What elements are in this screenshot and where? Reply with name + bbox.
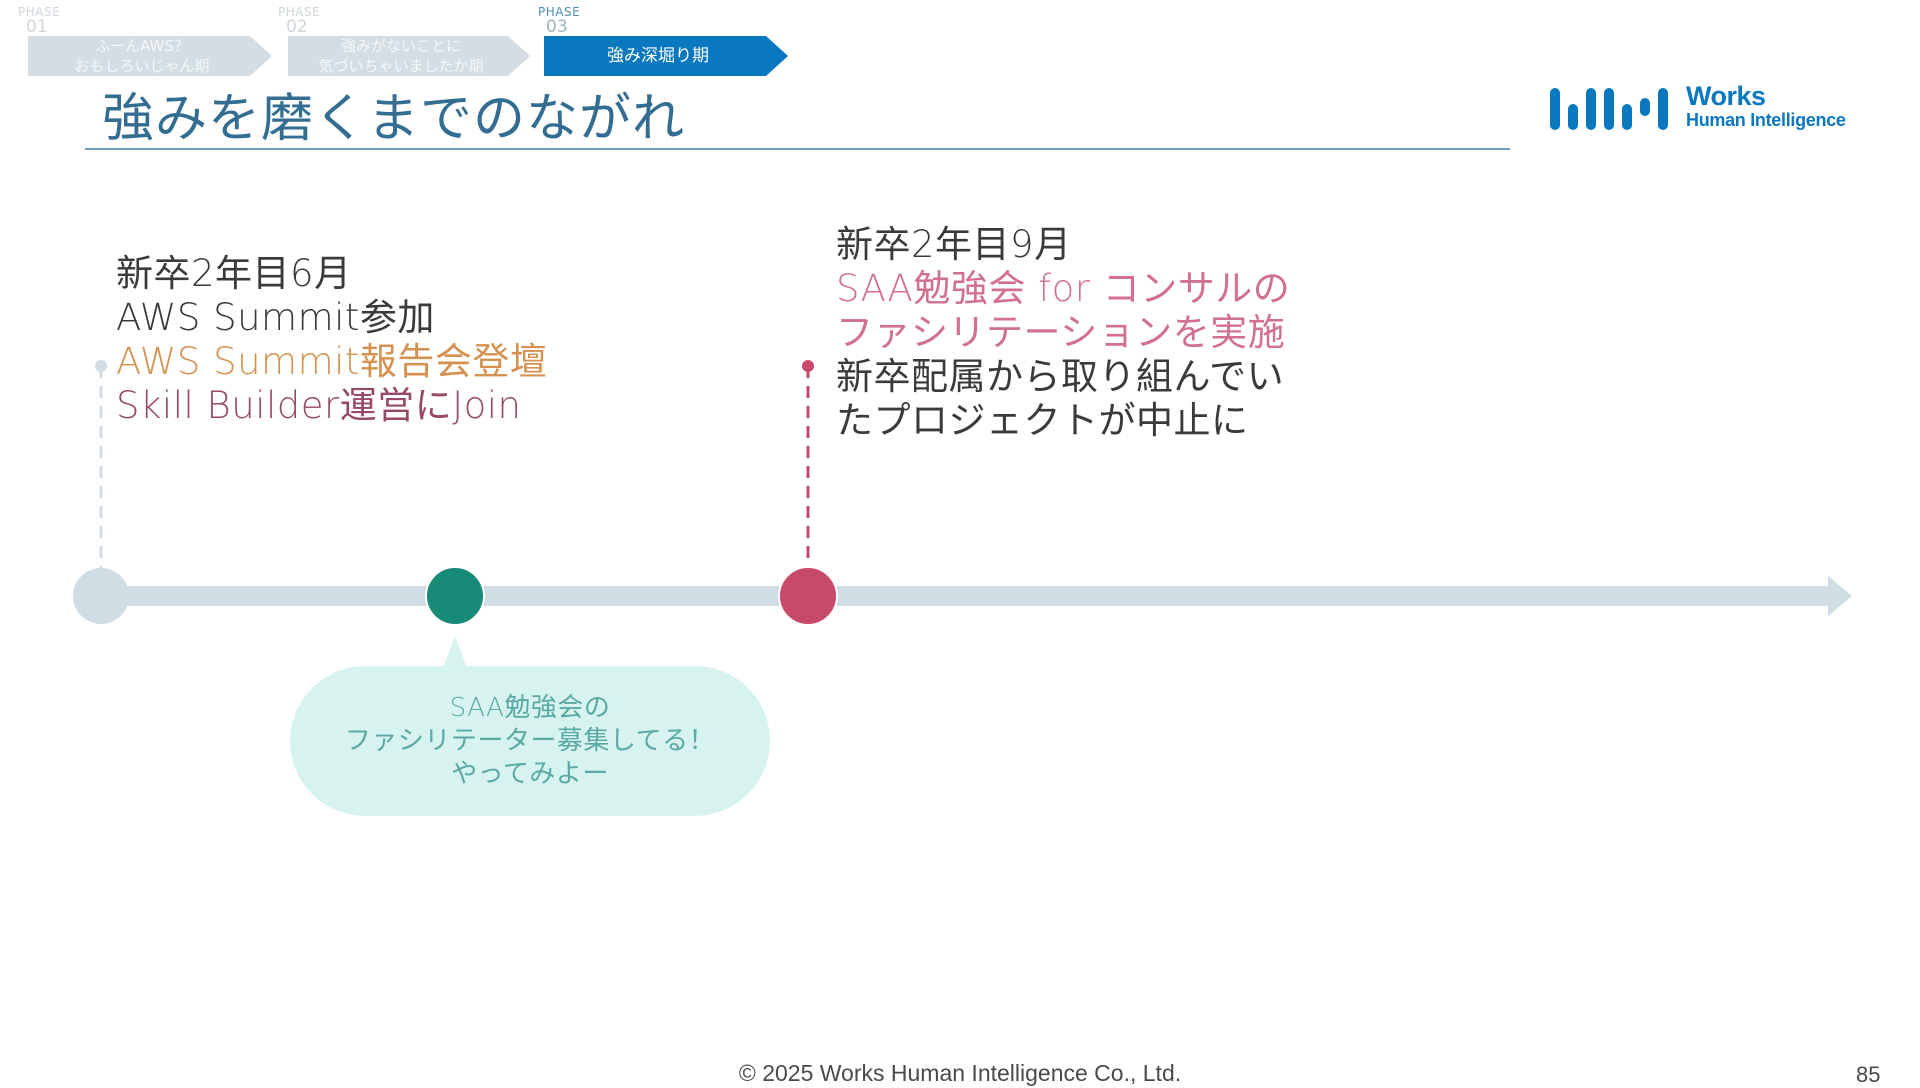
logo-bars-icon bbox=[1550, 88, 1668, 130]
event-sept: 新卒2年目9月 SAA勉強会 for コンサルの ファシリテーションを実施 新卒… bbox=[836, 223, 1290, 443]
event-june: 新卒2年目6月 AWS Summit参加 AWS Summit報告会登壇 Ski… bbox=[116, 252, 547, 428]
event-june-line1: AWS Summit参加 bbox=[116, 296, 435, 339]
timeline-arrowhead bbox=[1828, 576, 1852, 616]
page-number: 85 bbox=[1856, 1062, 1881, 1087]
timeline-node-pink bbox=[778, 566, 838, 626]
event-sept-line4: たプロジェクトが中止に bbox=[836, 399, 1249, 442]
phase-2-label-line1: 強みがないことに bbox=[340, 37, 461, 55]
phase-3: PHASE 03 強み深堀り期 bbox=[538, 6, 580, 36]
bubble-line2: ファシリテーター募集してる！ bbox=[344, 725, 716, 756]
phase-2: PHASE 02 強みがないことに 気づいちゃいましたか期 bbox=[278, 6, 320, 36]
bubble-line3: やってみよー bbox=[451, 758, 609, 789]
logo-wordmark: Works bbox=[1686, 81, 1766, 111]
phase-3-arrow: 強み深堀り期 bbox=[544, 36, 788, 76]
event-june-line2: AWS Summit報告会登壇 bbox=[116, 340, 548, 383]
timeline-track bbox=[100, 586, 1832, 606]
timeline-node-teal bbox=[425, 566, 485, 626]
connector-sept-dot bbox=[802, 360, 814, 372]
company-logo: Works Human Intelligence bbox=[1548, 80, 1868, 136]
phase-2-arrow: 強みがないことに 気づいちゃいましたか期 bbox=[288, 36, 530, 76]
phase-3-tag: PHASE bbox=[538, 5, 581, 19]
phase-1-tag: PHASE bbox=[18, 5, 61, 19]
copyright-footer: © 2025 Works Human Intelligence Co., Ltd… bbox=[738, 1060, 1182, 1086]
phase-1-arrow: ふーんAWS？ おもしろいじゃん期 bbox=[28, 36, 272, 76]
bubble-line1: SAA勉強会の bbox=[449, 692, 611, 723]
phase-1: PHASE 01 ふーんAWS？ おもしろいじゃん期 bbox=[18, 6, 60, 36]
event-sept-date: 新卒2年目9月 bbox=[836, 223, 1072, 266]
event-sept-line3: 新卒配属から取り組んでい bbox=[836, 355, 1285, 398]
logo-subtext: Human Intelligence bbox=[1686, 110, 1846, 130]
event-june-line3: Skill Builder運営にJoin bbox=[116, 384, 522, 427]
phase-1-label-line1: ふーんAWS？ bbox=[95, 37, 189, 55]
page-title: 強みを磨くまでのながれ bbox=[102, 89, 686, 149]
connector-june-dot bbox=[95, 360, 107, 372]
event-sept-line2: ファシリテーションを実施 bbox=[836, 311, 1286, 354]
phase-2-number: 02 bbox=[286, 17, 308, 37]
bubble-tail bbox=[443, 636, 467, 668]
speech-bubble: SAA勉強会の ファシリテーター募集してる！ やってみよー bbox=[290, 666, 770, 816]
event-june-date: 新卒2年目6月 bbox=[116, 252, 352, 295]
phase-2-tag: PHASE bbox=[278, 5, 321, 19]
title-underline bbox=[85, 148, 1510, 150]
phase-1-label-line2: おもしろいじゃん期 bbox=[74, 57, 210, 75]
phase-1-number: 01 bbox=[26, 17, 48, 37]
timeline-node-start bbox=[73, 568, 129, 624]
event-sept-line1: SAA勉強会 for コンサルの bbox=[836, 267, 1291, 310]
phase-3-number: 03 bbox=[546, 17, 568, 37]
phase-2-label-line2: 気づいちゃいましたか期 bbox=[318, 57, 484, 75]
phase-3-label: 強み深堀り期 bbox=[607, 46, 709, 66]
